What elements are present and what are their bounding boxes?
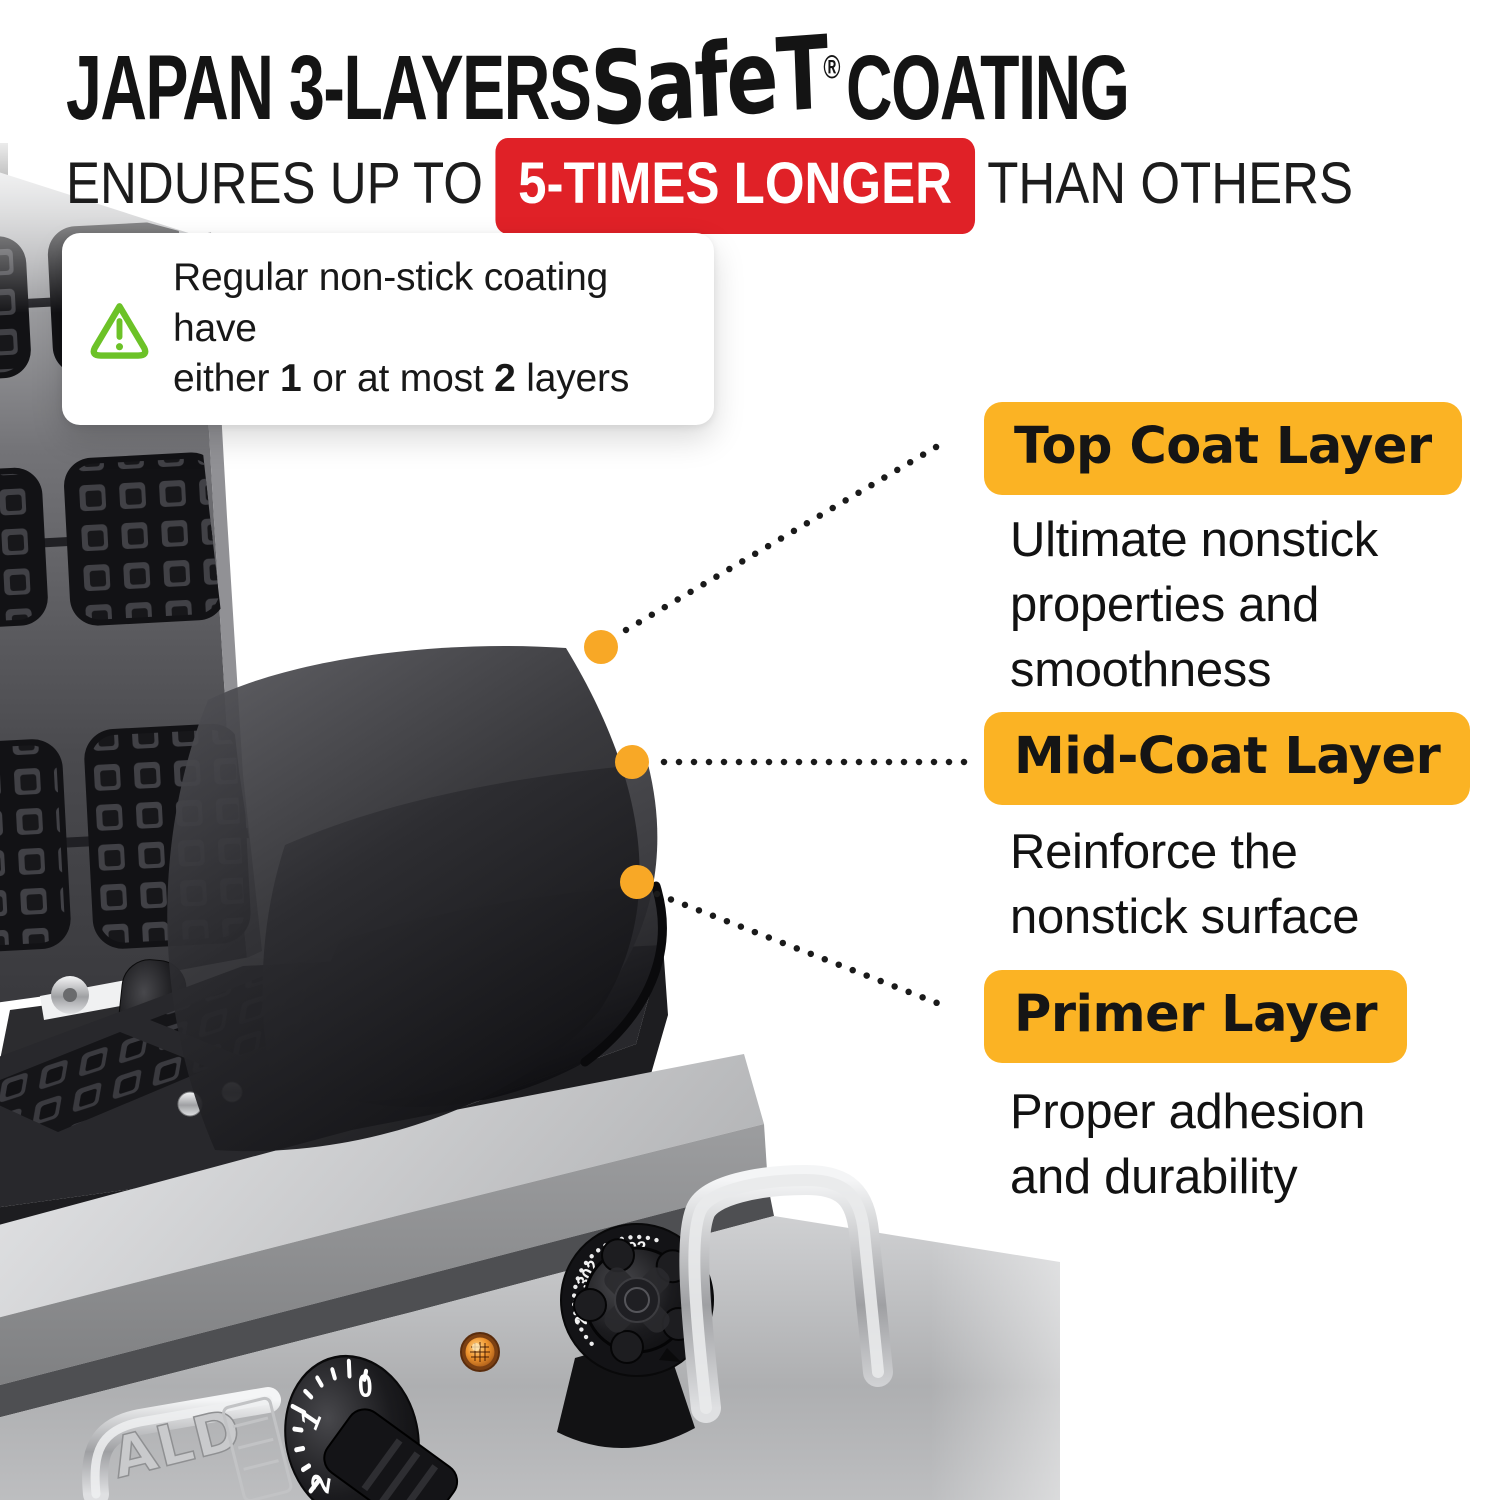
rubber-foot — [557, 1349, 695, 1449]
machine-base — [0, 1130, 1220, 1500]
timer-label-0: 0 — [357, 1368, 373, 1405]
brand-wordmark: SafeT — [588, 13, 830, 149]
leader-line-primer — [653, 890, 954, 1012]
leader-dot-top-coat — [584, 630, 618, 664]
callout-desc-top-coat: Ultimate nonstick properties and smoothn… — [1010, 513, 1378, 698]
warning-triangle-icon — [90, 303, 149, 359]
highlight-badge: 5-TIMES LONGER — [495, 138, 975, 235]
primer-sheet-edge — [580, 881, 667, 1067]
title-part2: COATING — [846, 37, 1130, 139]
warning-text: Regular non-stick coating have either 1 … — [172, 256, 630, 401]
temperature-knob: 212 302 392 — [557, 1223, 714, 1449]
indicator-lamp — [460, 1332, 500, 1372]
subtitle-suffix: THAN OTHERS — [987, 151, 1354, 216]
callout-desc-primer: Proper adhesion and durability — [1010, 1085, 1366, 1205]
registered-mark: ® — [823, 48, 840, 86]
leader-dot-primer — [620, 865, 654, 899]
coating-layers — [167, 645, 667, 1152]
leader-line-top-coat — [622, 436, 952, 634]
warning-card: Regular non-stick coating have either 1 … — [62, 233, 714, 426]
callout-label-mid-coat: Mid-Coat Layer — [984, 712, 1471, 805]
warning-line1: Regular non-stick coating have — [172, 256, 609, 350]
timer-ticks — [290, 1358, 369, 1494]
leader-dot-mid-coat — [615, 745, 649, 779]
title-part1: JAPAN 3-LAYERS — [66, 37, 592, 139]
callout-connectors — [584, 436, 970, 1012]
carry-handle-right — [679, 1164, 893, 1423]
base-gap-shadow — [0, 1186, 774, 1418]
timer-knob: 0 1 2 — [284, 1354, 459, 1500]
callout-label-primer: Primer Layer — [984, 970, 1407, 1063]
coating-sheet-top — [167, 645, 640, 1152]
temp-knob-grip — [573, 1238, 696, 1364]
carry-handle-left — [82, 1387, 281, 1500]
callout-desc-mid-coat: Reinforce the nonstick surface — [1010, 825, 1360, 945]
subtitle-prefix: ENDURES UP TO — [66, 151, 483, 216]
page-title: JAPAN 3-LAYERSSafeT®COATING — [66, 13, 1130, 149]
callout-label-top-coat: Top Coat Layer — [984, 402, 1462, 495]
